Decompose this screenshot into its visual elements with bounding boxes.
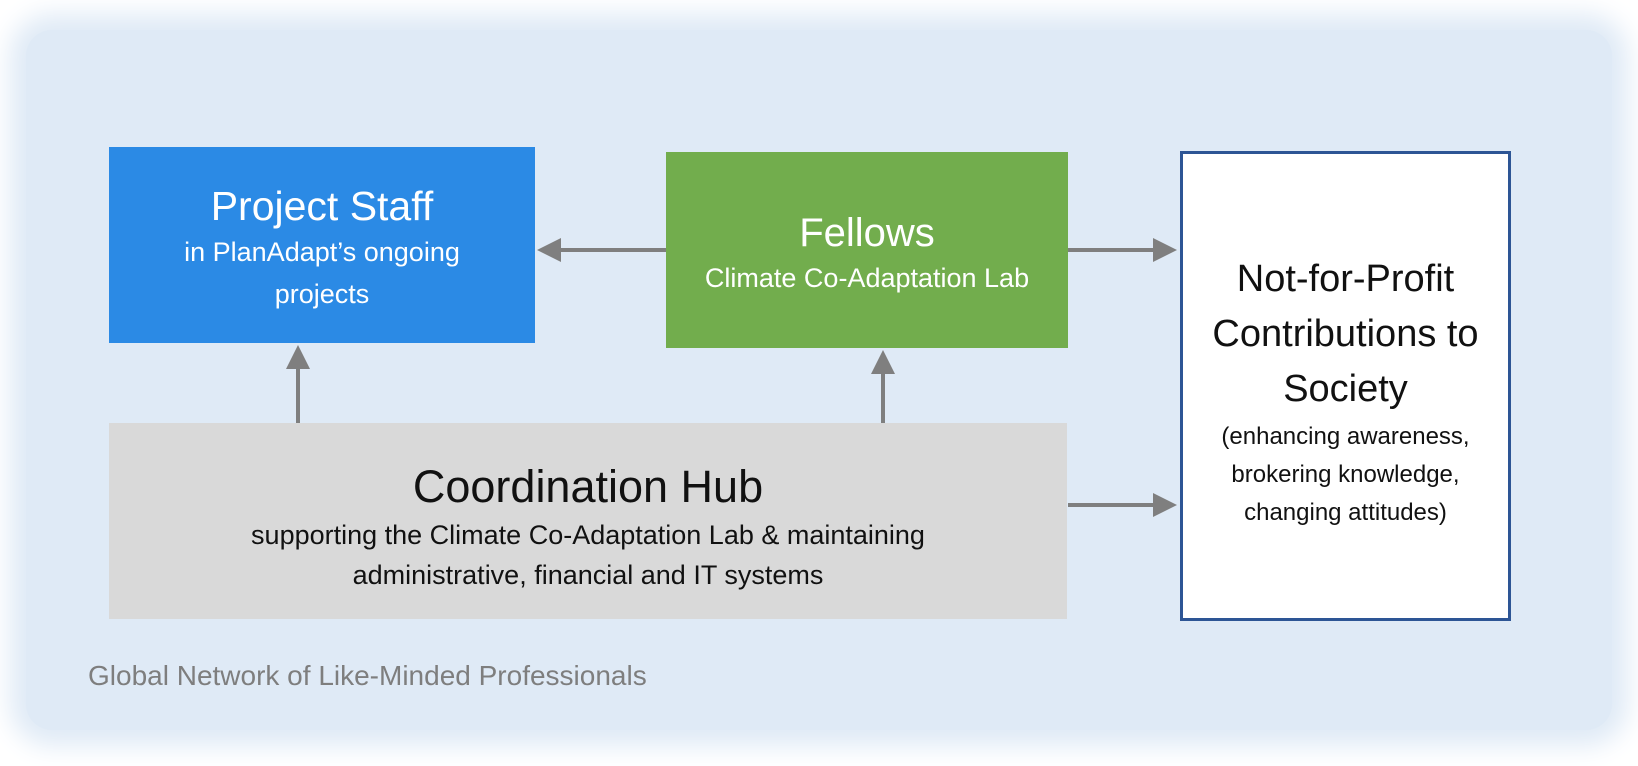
coordination-hub-title: Coordination Hub [412, 461, 764, 512]
not-for-profit-detail-line2: brokering knowledge, [1231, 461, 1460, 488]
project-staff-box: Project Staff in PlanAdapt’s ongoing pro… [109, 147, 535, 343]
network-footer-label: Global Network of Like-Minded Profession… [88, 660, 647, 691]
fellows-box: Fellows Climate Co-Adaptation Lab [666, 152, 1068, 348]
project-staff-subtitle-line1: in PlanAdapt’s ongoing [184, 237, 460, 267]
coordination-hub-box: Coordination Hub supporting the Climate … [109, 423, 1067, 619]
project-staff-subtitle-line2: projects [274, 279, 370, 309]
fellows-subtitle: Climate Co-Adaptation Lab [704, 263, 1030, 293]
fellows-title: Fellows [799, 211, 935, 255]
not-for-profit-box: Not-for-Profit Contributions to Society … [1180, 151, 1511, 621]
not-for-profit-detail-line3: changing attitudes) [1244, 499, 1447, 526]
project-staff-title: Project Staff [210, 183, 434, 229]
coordination-hub-subtitle-line2: administrative, financial and IT systems [352, 560, 824, 590]
not-for-profit-title-line2: Contributions to [1212, 313, 1479, 355]
coordination-hub-subtitle-line1: supporting the Climate Co-Adaptation Lab… [251, 520, 925, 550]
not-for-profit-title-line1: Not-for-Profit [1236, 258, 1455, 300]
not-for-profit-title-line3: Society [1283, 368, 1408, 410]
not-for-profit-detail-line1: (enhancing awareness, [1221, 423, 1470, 450]
